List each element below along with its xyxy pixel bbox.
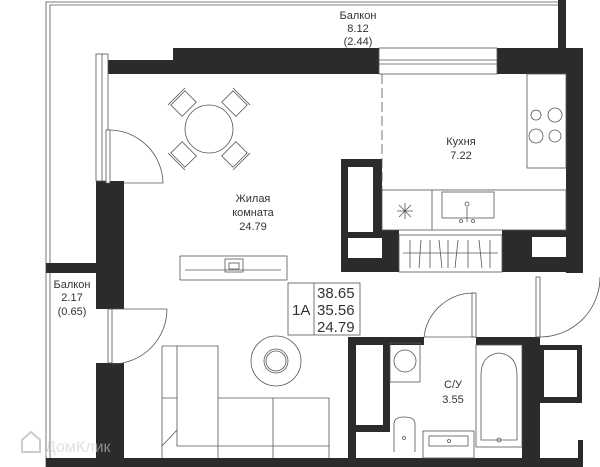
balcony-top-label: Балкон 8.12 (2.44) — [340, 10, 377, 48]
washing-machine — [389, 342, 421, 383]
room-name: Балкон — [340, 10, 377, 22]
walls — [46, 0, 583, 467]
room-area: 8.12 — [347, 23, 368, 35]
room-name: С/У — [444, 379, 463, 391]
door-right — [535, 276, 600, 338]
stove — [526, 73, 567, 169]
summary-box: 1А 38.65 35.56 24.79 — [287, 282, 361, 336]
kitchen-label: Кухня 7.22 — [446, 136, 475, 162]
room-area-coef: (0.65) — [58, 306, 87, 318]
apartment-type: 1А — [292, 302, 310, 319]
kitchen-counter — [381, 189, 567, 231]
door-balcony-left — [107, 308, 168, 365]
dining-table — [167, 87, 251, 171]
room-name: Кухня — [446, 136, 475, 148]
tv-stand — [179, 255, 288, 281]
living-room-label: Жилая комната 24.79 — [232, 193, 274, 233]
window-top — [378, 47, 498, 75]
sofa — [161, 345, 330, 458]
room-area: 24.79 — [239, 221, 267, 233]
room-name: Балкон — [54, 279, 91, 291]
room-name: Жилая — [236, 193, 271, 205]
fan-icon — [397, 203, 413, 219]
room-area-coef: (2.44) — [344, 36, 373, 48]
room-area: 2.17 — [61, 292, 82, 304]
total-area: 38.65 — [317, 285, 355, 302]
area-without-balcony: 35.56 — [317, 302, 355, 319]
door-balcony-top — [105, 129, 164, 184]
rug — [250, 335, 302, 387]
bathtub — [475, 344, 523, 448]
balcony-left-label: Балкон 2.17 (0.65) — [54, 279, 91, 318]
room-name-2: комната — [232, 207, 274, 219]
living-area: 24.79 — [317, 319, 355, 336]
wardrobe — [398, 234, 503, 273]
bathroom-label: С/У 3.55 — [442, 379, 463, 406]
watermark-text: ДомКлик — [45, 439, 112, 456]
door-bathroom — [423, 292, 477, 338]
room-area: 7.22 — [450, 150, 471, 162]
watermark: ДомКлик — [21, 430, 112, 456]
window-left — [95, 53, 109, 182]
balcony-outline — [45, 1, 558, 467]
room-area: 3.55 — [442, 394, 463, 406]
bathroom-sink — [422, 430, 475, 459]
house-logo-icon — [21, 430, 41, 453]
toilet — [393, 416, 416, 452]
